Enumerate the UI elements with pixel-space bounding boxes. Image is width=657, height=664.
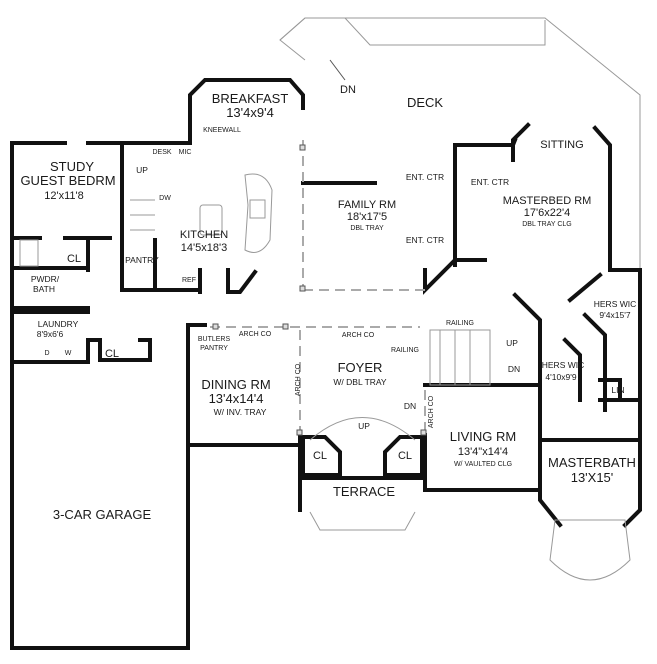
mic-label: MIC [179,149,192,156]
study-name1: STUDY [50,159,94,174]
walls [10,78,642,650]
arch-co-left: ARCH CO [295,363,302,396]
living-size: 13'4"x14'4 [458,446,508,458]
study-closet: CL [67,253,81,265]
masterbath-name: MASTERBATH [548,455,636,470]
deck-outline [279,17,641,280]
kitchen-stair-up: UP [136,165,148,175]
linen-label: LIN [611,385,624,395]
study-size: 12'x11'8 [44,190,83,202]
kitchen-name: KITCHEN [180,229,228,241]
breakfast-size: 13'4x9'4 [226,105,274,120]
garage-name: 3-CAR GARAGE [53,507,152,522]
kitchen-size: 14'5x18'3 [181,242,227,254]
railing-top: RAILING [446,320,474,327]
masterbed-ent-ctr: ENT. CTR [471,177,509,187]
foyer-name: FOYER [338,360,383,375]
family-ent-ctr-bottom: ENT. CTR [406,235,444,245]
breakfast-name: BREAKFAST [212,91,289,106]
ref-label: REF [182,277,196,284]
study-name2: GUEST BEDRM [20,173,115,188]
hers-wic-large-size: 9'4x15'7 [599,310,630,320]
railing-left: RAILING [391,347,419,354]
living-note: W/ VAULTED CLG [454,461,512,468]
pwdr-name2: BATH [33,284,55,294]
fixtures [19,173,631,581]
deck-dn: DN [340,84,356,96]
masterbed-note: DBL TRAY CLG [522,221,572,228]
family-size: 18'x17'5 [347,211,387,223]
pwdr-name1: PWDR/ [31,274,60,284]
dining-size: 13'4x14'4 [209,391,264,406]
hers-wic-large-name: HERS WIC [594,299,637,309]
deck-label: DN DECK [340,84,443,110]
arch-co-right: ARCH CO [428,395,435,428]
arch-co-dining: ARCH CO [239,331,272,338]
desk-label: DESK [152,149,171,156]
foyer-dn: DN [404,401,416,411]
masterbed-name: MASTERBED RM [503,195,592,207]
deck-name: DECK [407,95,443,110]
dining-note: W/ INV. TRAY [214,407,267,417]
kneewall-label: KNEEWALL [203,127,241,134]
laundry-closet: CL [105,348,119,360]
stair-up: UP [506,338,518,348]
closet-right: CL [398,450,412,462]
butlers-name2: PANTRY [200,345,228,352]
terrace-name: TERRACE [333,484,395,499]
arch-co-foyer: ARCH CO [342,332,375,339]
stair-dn: DN [508,364,520,374]
dryer-label: D [44,350,49,357]
dining-name: DINING RM [201,377,270,392]
family-name: FAMILY RM [338,199,396,211]
closet-left: CL [313,450,327,462]
sitting-name: SITTING [540,139,583,151]
family-ent-ctr-top: ENT. CTR [406,172,444,182]
arch-openings [210,140,427,436]
laundry-name: LAUNDRY [38,319,79,329]
foyer-up: UP [358,421,370,431]
laundry-size: 8'9x6'6 [37,329,64,339]
washer-label: W [65,350,72,357]
hers-wic-small-size: 4'10x9'9 [545,372,576,382]
butlers-name1: BUTLERS [198,336,231,343]
masterbath-size: 13'X15' [571,470,614,485]
dw-label: DW [159,195,171,202]
foyer-note: W/ DBL TRAY [333,377,387,387]
hers-wic-small-name: HERS WIC [542,360,585,370]
family-note: DBL TRAY [350,225,384,232]
masterbed-size: 17'6x22'4 [524,207,570,219]
room-labels: DN DECK BREAKFAST 13'4x9'4 KNEEWALL DESK… [20,84,636,522]
living-name: LIVING RM [450,429,516,444]
pantry-label: PANTRY [125,255,159,265]
